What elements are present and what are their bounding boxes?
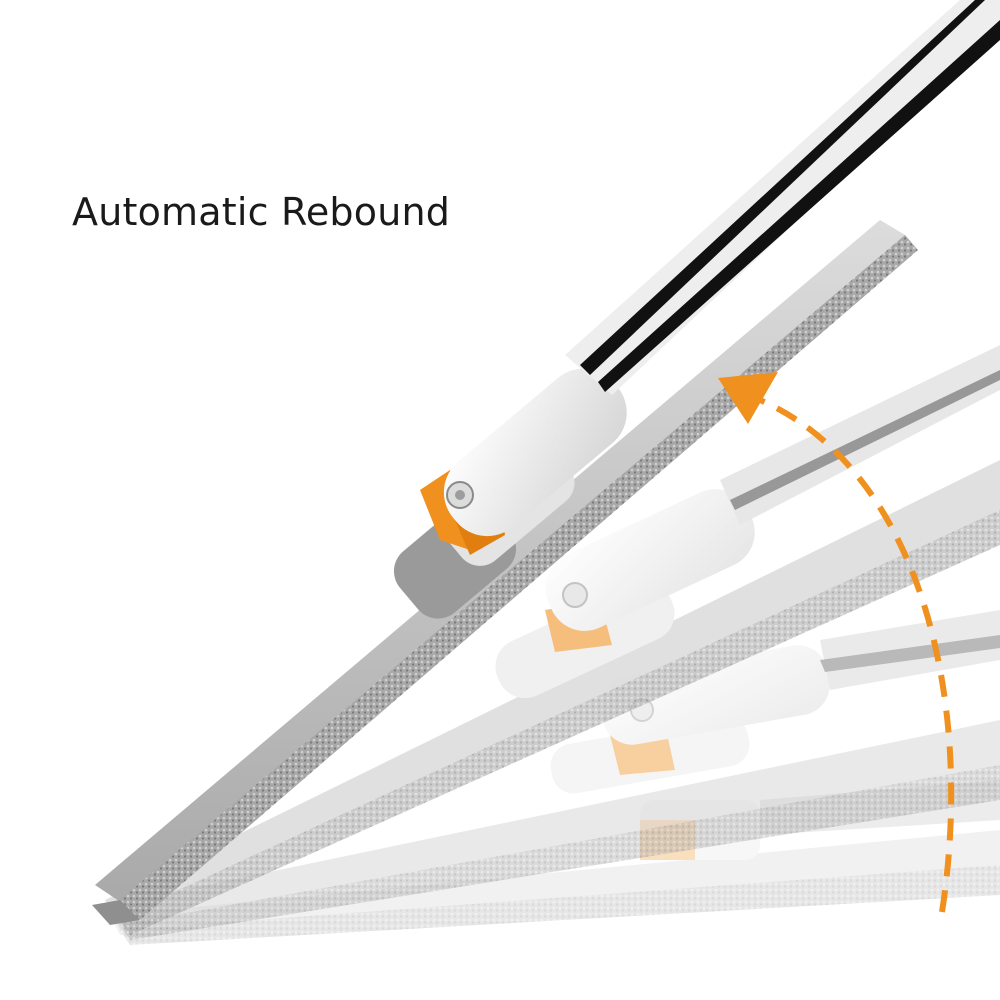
ghost-mop-2 <box>105 345 1000 935</box>
rebound-arrow-icon <box>718 372 955 913</box>
ghost-mop-3 <box>110 610 1000 940</box>
headline: Automatic Rebound <box>72 190 451 234</box>
front-mop <box>92 0 1000 925</box>
